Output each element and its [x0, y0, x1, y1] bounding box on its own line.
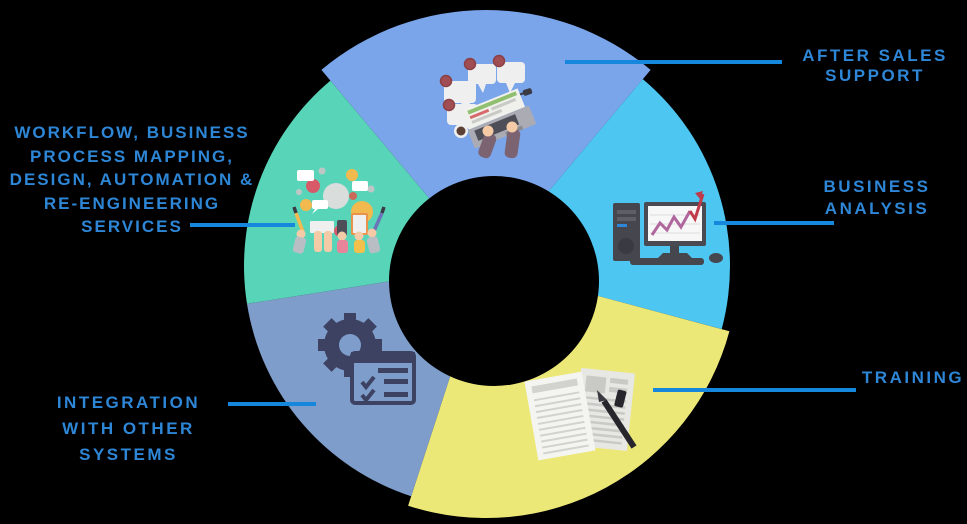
label-integration-with-other-systems: INTEGRATION WITH OTHER SYSTEMS — [56, 393, 201, 464]
connector-lines — [190, 60, 856, 406]
support-laptop-chat-icon — [439, 54, 536, 159]
donut-hole — [389, 176, 599, 386]
label-after-sales-support: AFTER SALES SUPPORT — [802, 46, 948, 85]
collaboration-hands-icon — [292, 167, 386, 254]
label-training: TRAINING — [861, 368, 965, 387]
label-workflow-services: WORKFLOW, BUSINESS PROCESS MAPPING, DESI… — [9, 123, 255, 236]
gear-checklist-icon — [318, 313, 416, 405]
documents-pen-icon — [524, 367, 637, 461]
label-business-analysis: BUSINESS ANALYSIS — [823, 177, 931, 218]
computer-growth-chart-icon — [613, 191, 723, 265]
